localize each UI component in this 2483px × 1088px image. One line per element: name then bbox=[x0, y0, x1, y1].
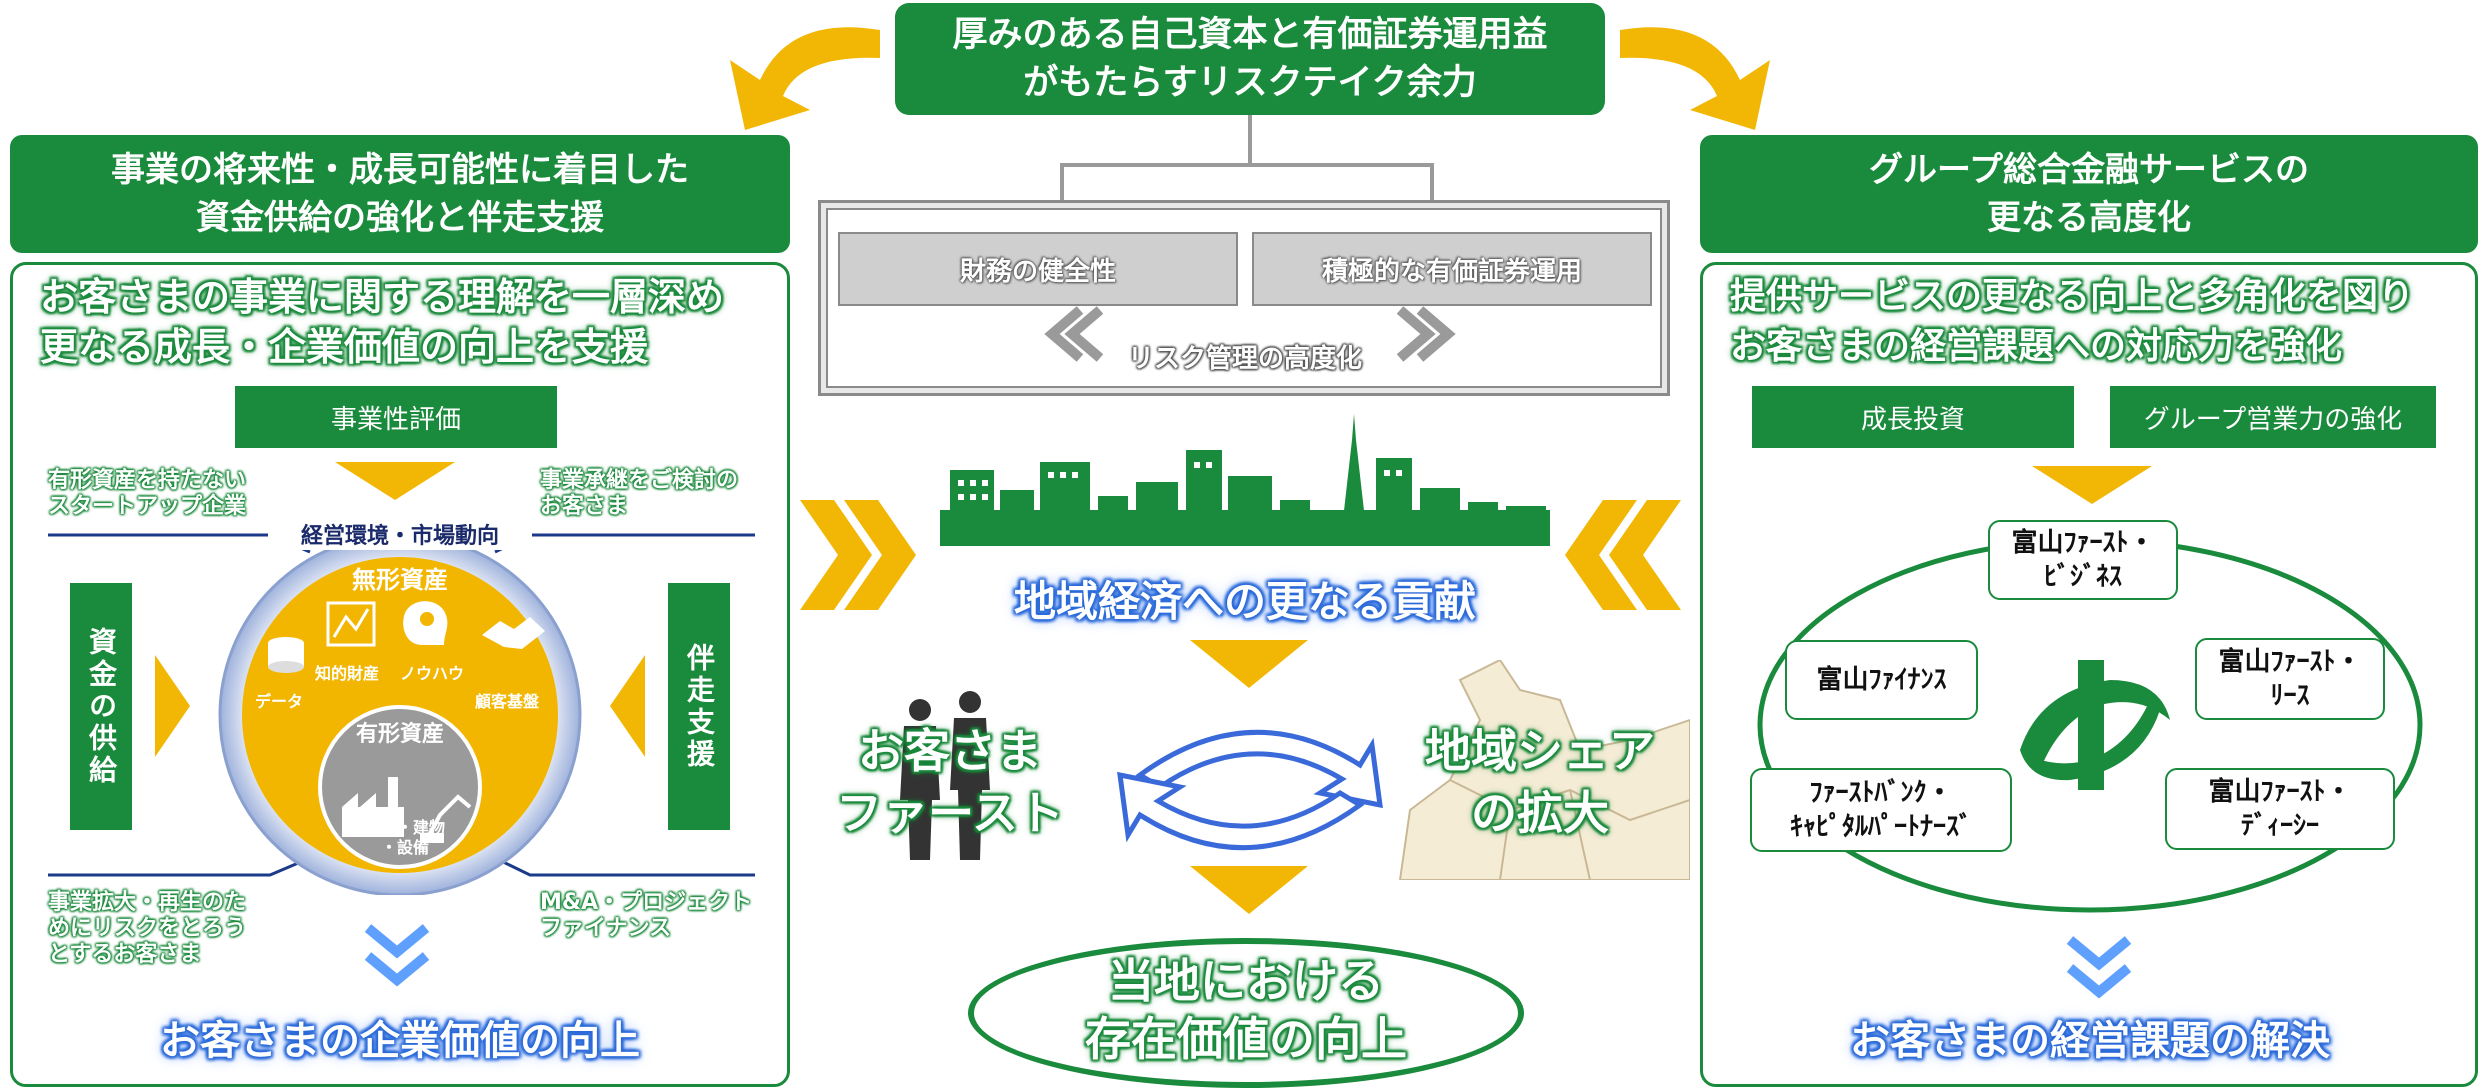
left-down-arrow bbox=[335, 462, 455, 500]
cycle-arrows bbox=[1117, 729, 1383, 851]
icon-label-knowhow: ノウハウ bbox=[400, 664, 465, 683]
double-chevron-right bbox=[800, 500, 916, 610]
company-dc: 富山ﾌｧｰｽﾄ・ ﾃﾞｨｰｼｰ bbox=[2165, 768, 2395, 850]
database-icon bbox=[268, 637, 304, 673]
company-business: 富山ﾌｧｰｽﾄ・ ﾋﾞｼﾞﾈｽ bbox=[1988, 520, 2178, 600]
double-chevron-left bbox=[1565, 500, 1681, 610]
bank-logo-icon bbox=[2020, 660, 2170, 790]
risk-chevrons bbox=[1044, 306, 1456, 362]
regional-map-image bbox=[1390, 660, 1690, 880]
blueprint-icon bbox=[326, 601, 376, 647]
factory-icon bbox=[342, 777, 404, 837]
right-chevron-down-icon bbox=[2066, 936, 2132, 999]
tangible-title: 有形資産 bbox=[355, 722, 444, 747]
center-box-soundness: 財務の健全性 bbox=[838, 232, 1238, 306]
center-result: 当地における 存在価値の向上 bbox=[1085, 954, 1407, 1066]
company-lease: 富山ﾌｧｰｽﾄ・ ﾘｰｽ bbox=[2195, 638, 2385, 720]
tangible-sub: 土地・建物 ・設備 bbox=[364, 818, 445, 857]
right-lead: 提供サービスの更なる向上と多角化を図り お客さまの経営課題への対応力を強化 bbox=[1730, 276, 2415, 367]
head-gear-icon bbox=[403, 601, 448, 645]
ring-label: 経営環境・市場動向 bbox=[268, 518, 532, 550]
right-header: グループ総合金融サービスの 更なる高度化 bbox=[1700, 135, 2478, 253]
left-result: お客さまの企業価値の向上 bbox=[160, 1018, 640, 1064]
right-box-group-sales: グループ営業力の強化 bbox=[2110, 386, 2436, 448]
left-header: 事業の将来性・成長可能性に着目した 資金供給の強化と伴走支援 bbox=[10, 135, 790, 253]
company-finance: 富山ﾌｧｲﾅﾝｽ bbox=[1785, 640, 1978, 720]
robot-arm-icon bbox=[420, 794, 472, 843]
note-bottom-left: 事業拡大・再生のた めにリスクをとろう とするお客さま bbox=[48, 890, 247, 967]
right-box-support: 伴走支援 bbox=[668, 583, 730, 830]
right-result: お客さまの経営課題の解決 bbox=[1850, 1018, 2330, 1064]
handshake-icon bbox=[482, 617, 545, 649]
city-skyline bbox=[940, 414, 1550, 546]
company-capital: ﾌｧｰｽﾄﾊﾞﾝｸ・ ｷｬﾋﾟﾀﾙﾊﾟｰﾄﾅｰｽﾞ bbox=[1750, 768, 2012, 852]
top-title: 厚みのある自己資本と有価証券運用益 がもたらすリスクテイク余力 bbox=[895, 3, 1605, 115]
left-lead: お客さまの事業に関する理解を一層深め 更なる成長・企業価値の向上を支援 bbox=[40, 275, 725, 369]
curved-arrow-right bbox=[1620, 27, 1770, 130]
left-chevron-down-icon bbox=[364, 924, 430, 987]
note-top-right: 事業承継をご検討の お客さま bbox=[540, 468, 739, 519]
share-expansion: 地域シェア の拡大 bbox=[1425, 724, 1655, 840]
curved-arrow-left bbox=[730, 27, 880, 130]
asset-circle-diagram bbox=[218, 533, 582, 895]
center-box-securities: 積極的な有価証券運用 bbox=[1252, 232, 1652, 306]
right-down-arrow bbox=[2032, 466, 2152, 504]
left-top-box: 事業性評価 bbox=[235, 386, 557, 448]
right-box-growth: 成長投資 bbox=[1752, 386, 2074, 448]
center-down-arrow-1 bbox=[1190, 640, 1308, 688]
icon-label-ip: 知的財産 bbox=[315, 664, 380, 683]
side-arrows bbox=[155, 655, 645, 757]
top-arrows bbox=[730, 27, 1770, 200]
intangible-title: 無形資産 bbox=[352, 566, 448, 594]
customer-first: お客さま ファースト bbox=[836, 724, 1064, 840]
center-result-ellipse bbox=[968, 938, 1524, 1088]
center-down-arrow-2 bbox=[1190, 866, 1308, 914]
icon-label-data: データ bbox=[255, 692, 304, 711]
icon-label-customer: 顧客基盤 bbox=[475, 692, 540, 711]
businessmen-image bbox=[900, 691, 990, 860]
note-bottom-right: M&A・プロジェクト ファイナンス bbox=[540, 890, 753, 941]
left-box-funding: 資金の供給 bbox=[70, 583, 132, 830]
note-top-left: 有形資産を持たない スタートアップ企業 bbox=[48, 468, 247, 519]
regional-contribution: 地域経済への更なる貢献 bbox=[1013, 577, 1476, 626]
risk-label: リスク管理の高度化 bbox=[1127, 344, 1362, 374]
